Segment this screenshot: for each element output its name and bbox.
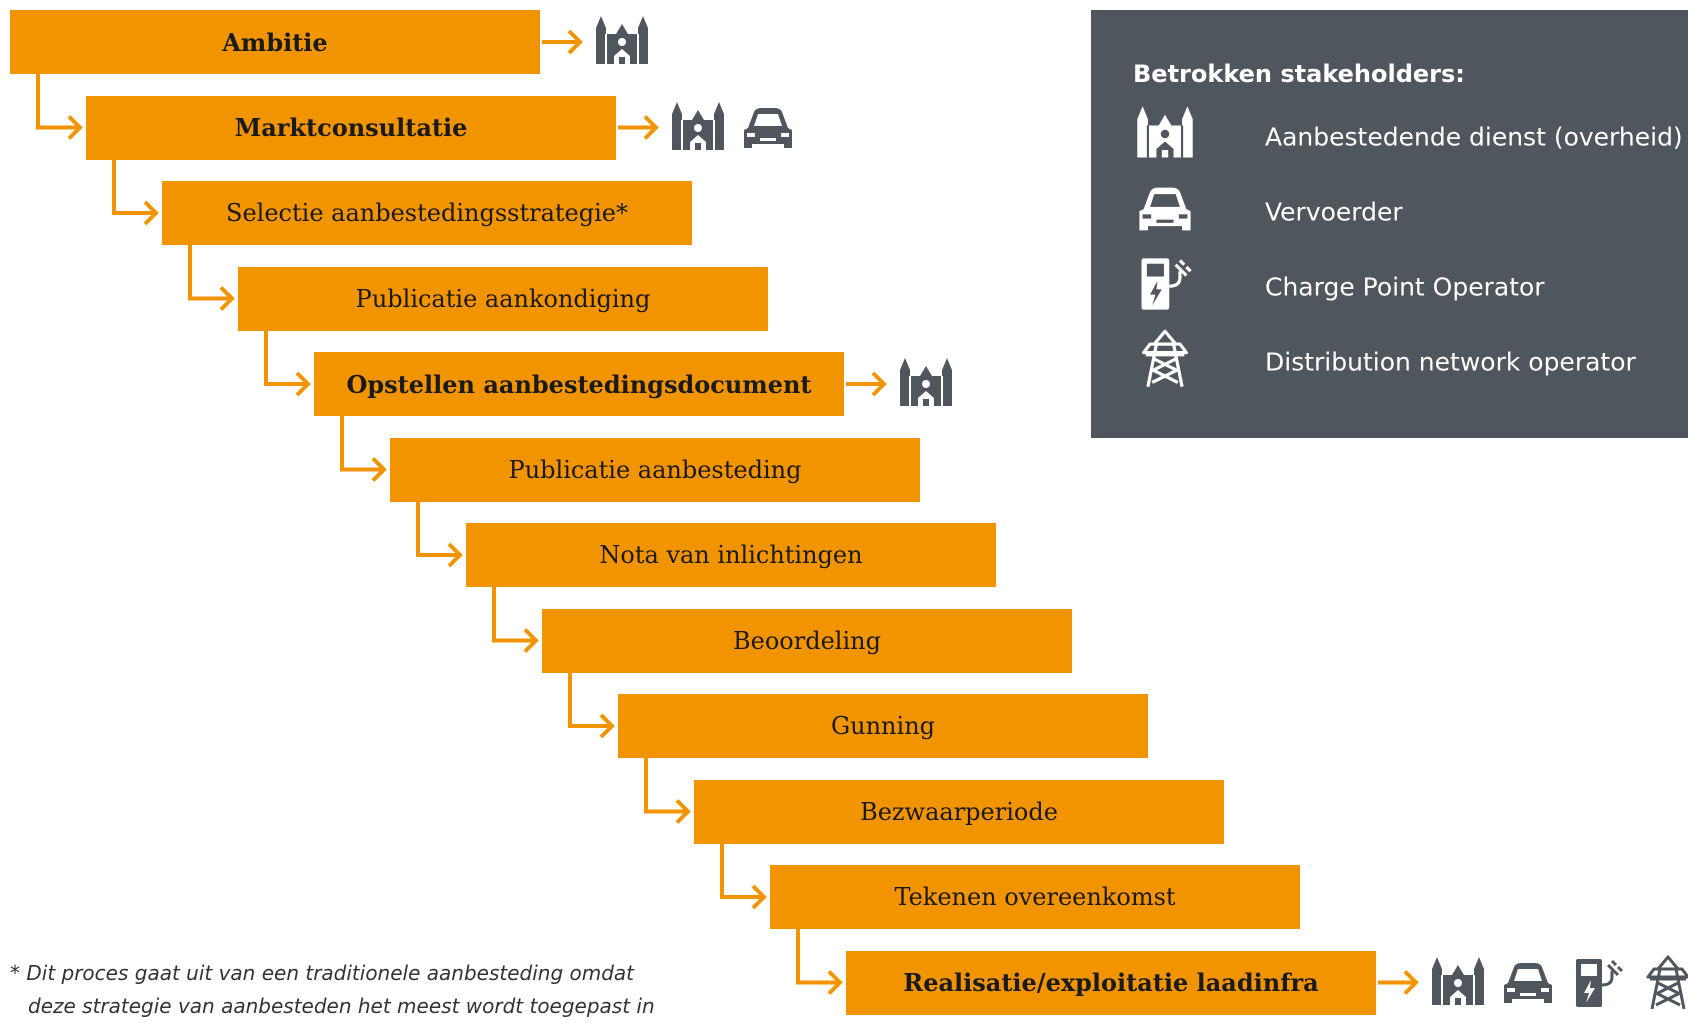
legend-item: Aanbestedende dienst (overheid)	[1133, 102, 1683, 172]
step-connector-arrowhead	[751, 884, 767, 910]
process-step: Selectie aanbestedingsstrategie*	[162, 181, 692, 245]
footnote-line-1: * Dit proces gaat uit van een traditione…	[10, 961, 635, 985]
stakeholder-arrowhead	[567, 29, 583, 55]
legend-item-label: Aanbestedende dienst (overheid)	[1265, 122, 1683, 152]
process-step: Bezwaarperiode	[694, 779, 1224, 844]
step-connector-arrowhead	[143, 200, 159, 226]
step-connector-arrowhead	[295, 371, 311, 397]
step-connector-arrowhead	[67, 115, 83, 140]
charger-icon	[1133, 252, 1197, 320]
step-connector-arrowhead	[827, 970, 843, 995]
process-step: Ambitie	[10, 10, 540, 74]
process-step: Beoordeling	[542, 608, 1072, 673]
step-label: Publicatie aanbesteding	[508, 455, 802, 484]
process-step: Marktconsultatie	[86, 95, 616, 160]
charger-icon	[1568, 953, 1628, 1017]
municipality-icon	[592, 12, 652, 76]
footnote-line-2: deze strategie van aanbesteden het meest…	[28, 994, 655, 1018]
stakeholder-arrowhead	[871, 371, 887, 397]
process-step: Publicatie aankondiging	[238, 266, 768, 331]
step-connector-arrowhead	[371, 457, 387, 482]
legend-item-label: Vervoerder	[1265, 197, 1403, 227]
step-label: Selectie aanbestedingsstrategie*	[226, 199, 628, 227]
step-label: Realisatie/exploitatie laadinfra	[903, 968, 1319, 997]
process-step: Publicatie aanbesteding	[390, 437, 920, 502]
municipality-icon	[1428, 953, 1488, 1017]
legend-item-label: Distribution network operator	[1265, 347, 1636, 377]
step-label: Publicatie aankondiging	[355, 284, 651, 313]
car-icon	[738, 98, 798, 162]
step-connector-arrowhead	[675, 799, 691, 824]
legend-item: Distribution network operator	[1133, 327, 1673, 397]
municipality-icon	[668, 98, 728, 162]
legend-title: Betrokken stakeholders:	[1133, 60, 1465, 88]
process-step: Opstellen aanbestedingsdocument	[314, 352, 844, 416]
stakeholder-arrowhead	[643, 115, 659, 140]
process-step: Realisatie/exploitatie laadinfra	[846, 950, 1376, 1015]
step-label: Gunning	[830, 712, 936, 740]
legend-item: Vervoerder	[1133, 177, 1673, 247]
stakeholder-legend: Betrokken stakeholders: Aanbestedende di…	[1091, 10, 1688, 438]
stakeholder-arrowhead	[1403, 970, 1419, 995]
process-step: Nota van inlichtingen	[466, 523, 996, 587]
municipality-icon	[1133, 102, 1197, 170]
step-label: Nota van inlichtingen	[599, 541, 863, 569]
legend-item-label: Charge Point Operator	[1265, 272, 1545, 302]
car-icon	[1498, 953, 1558, 1017]
step-connector-arrowhead	[447, 542, 463, 568]
process-step: Gunning	[618, 694, 1148, 758]
step-connector-arrowhead	[599, 713, 615, 739]
municipality-icon	[896, 354, 956, 418]
step-label: Beoordeling	[733, 626, 881, 655]
footnote: * Dit proces gaat uit van een traditione…	[10, 957, 655, 1023]
step-label: Marktconsultatie	[234, 113, 468, 142]
legend-item: Charge Point Operator	[1133, 252, 1673, 322]
step-label: Tekenen overeenkomst	[894, 883, 1176, 911]
process-step: Tekenen overeenkomst	[770, 865, 1300, 929]
pylon-icon	[1638, 953, 1688, 1017]
car-icon	[1133, 177, 1197, 245]
step-label: Bezwaarperiode	[860, 797, 1058, 826]
pylon-icon	[1133, 327, 1197, 395]
step-connector-arrowhead	[523, 628, 539, 653]
step-label: Opstellen aanbestedingsdocument	[346, 369, 812, 399]
step-connector-arrowhead	[219, 286, 235, 311]
step-label: Ambitie	[222, 27, 328, 57]
